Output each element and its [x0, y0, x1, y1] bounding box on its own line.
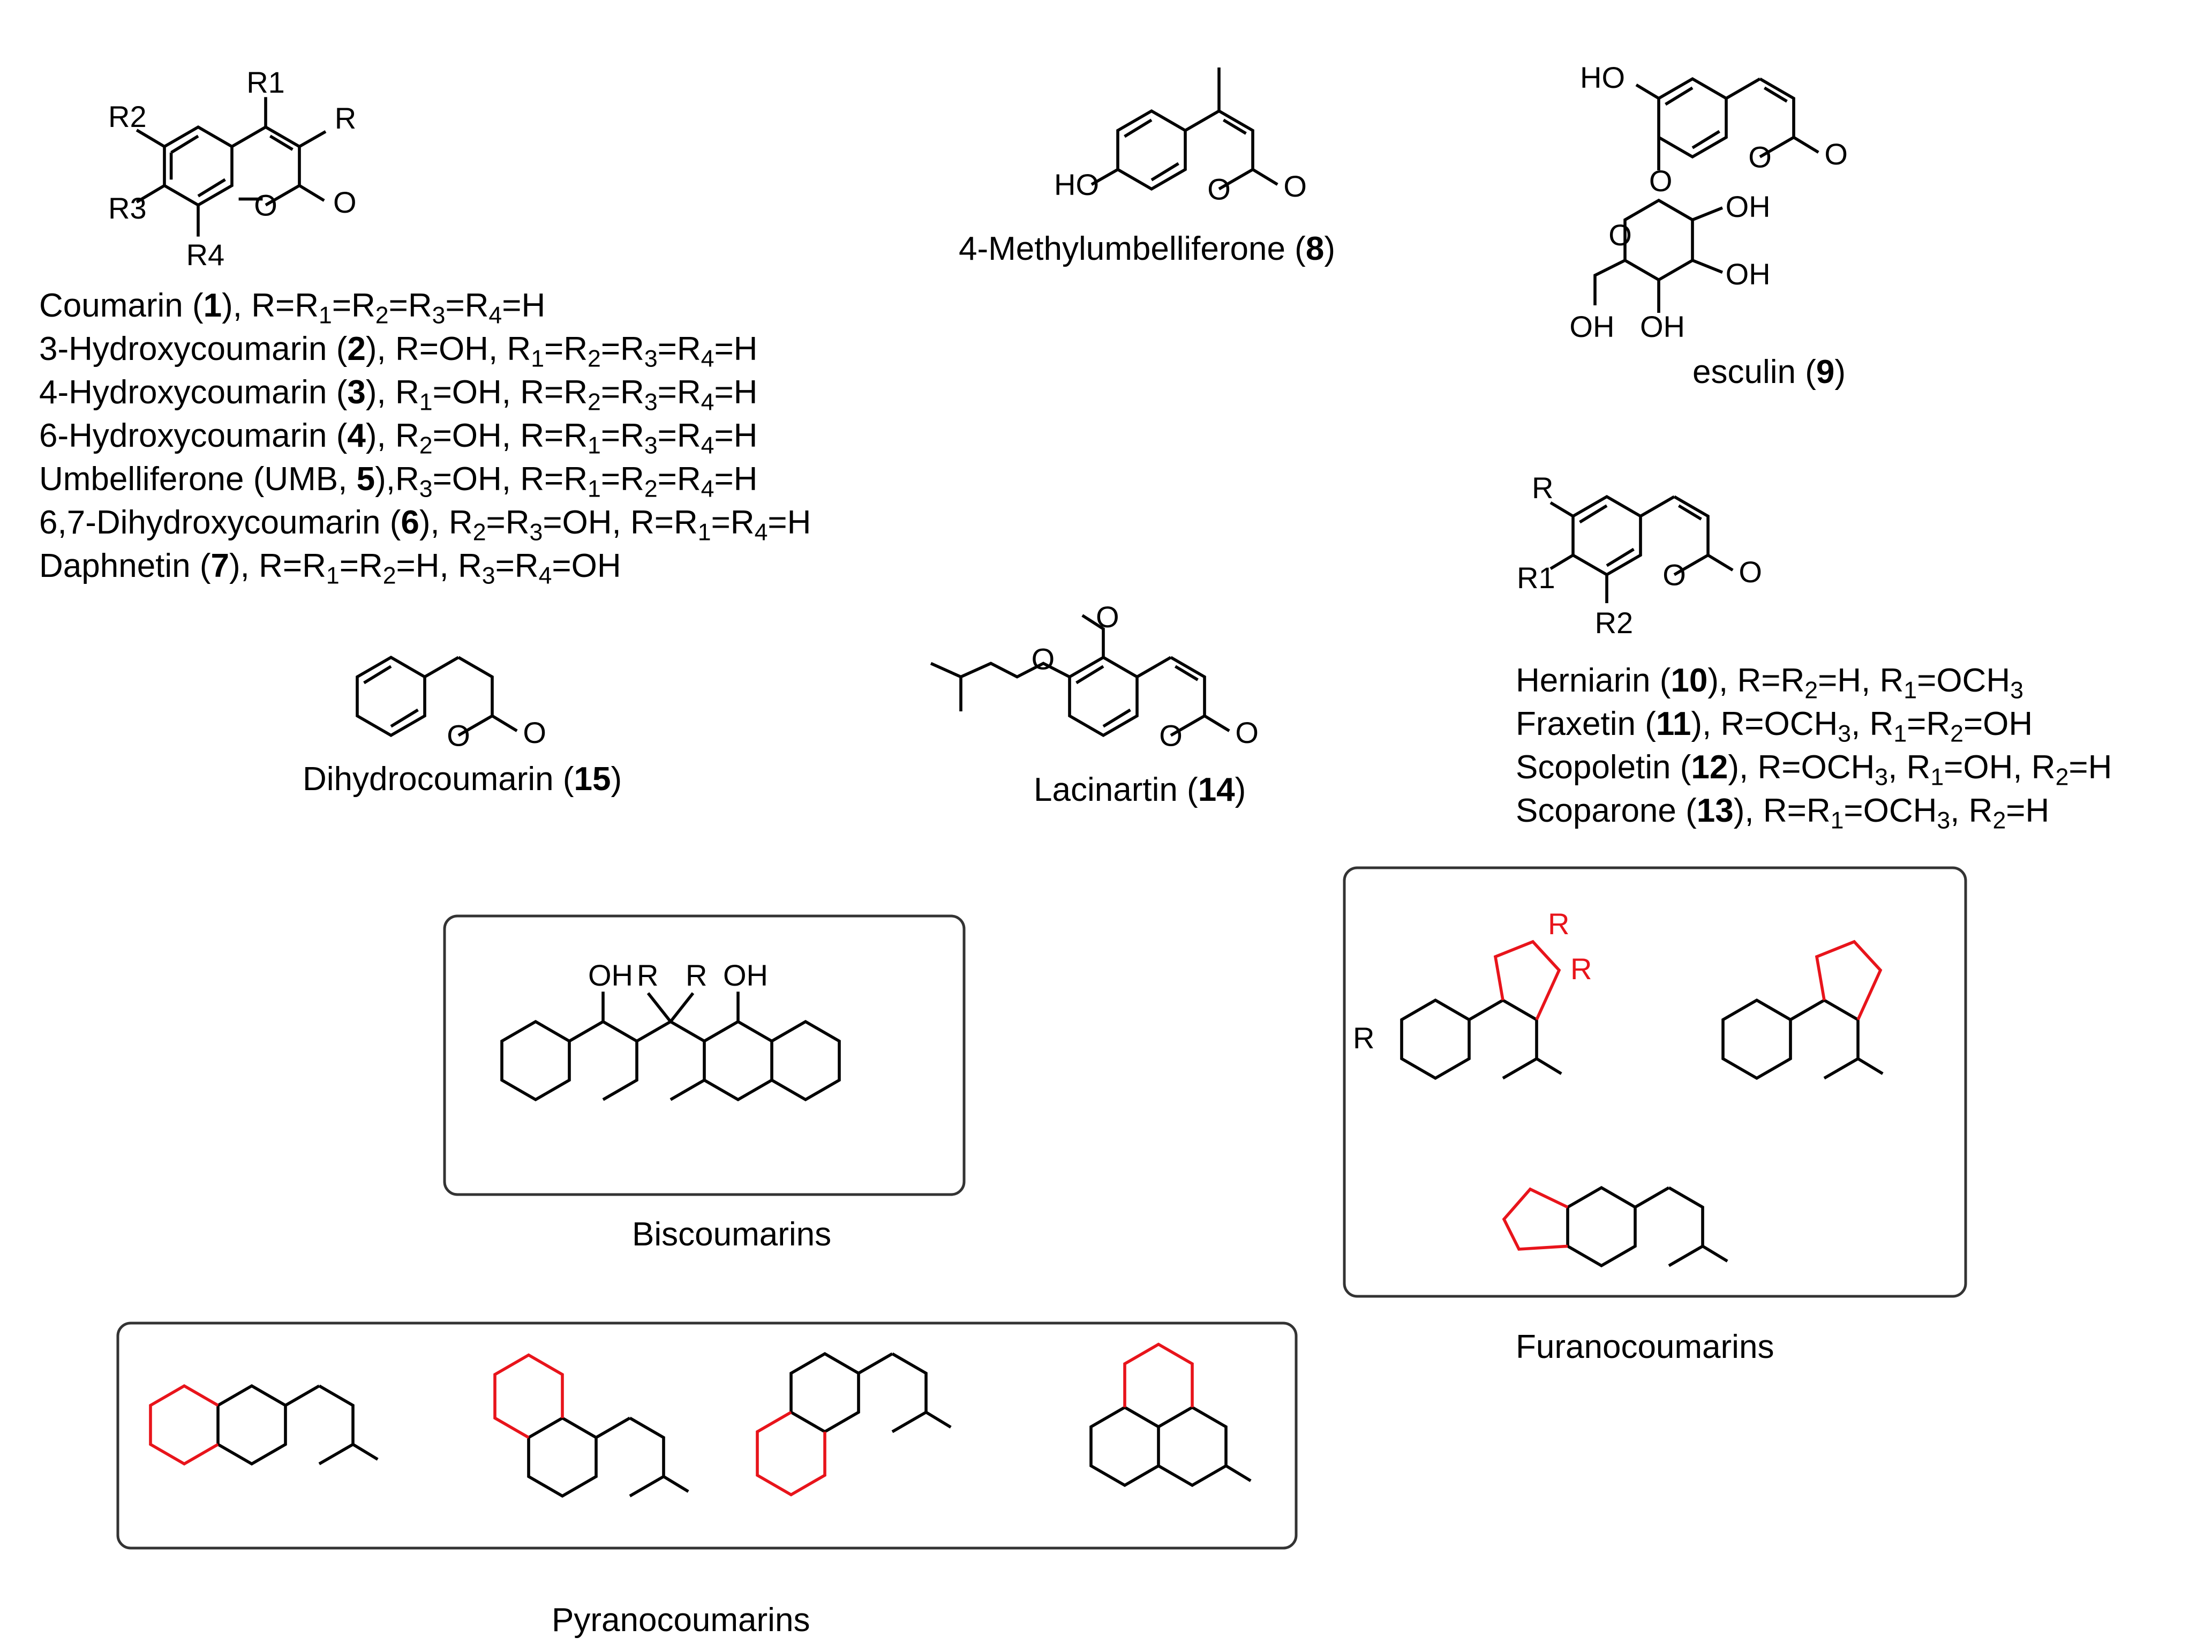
- furanocoumarin-structure-1: R R R: [1353, 907, 1592, 1080]
- biscoumarins-label: Biscoumarins: [632, 1216, 832, 1253]
- compound-13: Scoparone (13), R=R1=OCH3, R2=H: [1516, 792, 2050, 834]
- pyranocoumarins-box: [116, 1321, 1298, 1550]
- methoxy-core-structure: R R1 R2 O O: [1517, 471, 1762, 640]
- svg-text:OH: OH: [1640, 310, 1685, 343]
- svg-text:O: O: [1649, 164, 1673, 198]
- compound-10: Herniarin (10), R=R2=H, R1=OCH3: [1516, 662, 2023, 704]
- methylumbelliferone-caption: 4-Methylumbelliferone (8): [959, 230, 1335, 267]
- biscoumarins-box: [443, 914, 966, 1196]
- furanocoumarins-label: Furanocoumarins: [1516, 1328, 1774, 1365]
- compound-6: 6,7-Dihydroxycoumarin (6), R2=R3=OH, R=R…: [39, 504, 811, 546]
- coumarin-core-structure: R1 R R2 R3 R4 O O: [108, 65, 357, 272]
- svg-text:R: R: [1353, 1021, 1374, 1055]
- furanocoumarin-structure-2: [1721, 940, 1884, 1080]
- coumarin-compound-list: Coumarin (1), R=R1=R2=R3=R4=H 3-Hydroxyc…: [39, 284, 811, 588]
- esculin-structure: HO O O OH OH OH OH O O: [1569, 61, 1848, 343]
- methoxy-compound-list: Herniarin (10), R=R2=H, R1=OCH3 Fraxetin…: [1516, 659, 2112, 832]
- lacinartin-structure: O O O O: [930, 600, 1259, 752]
- compound-12: Scopoletin (12), R=OCH3, R1=OH, R2=H: [1516, 749, 2112, 791]
- svg-text:O: O: [447, 718, 470, 752]
- svg-text:R: R: [1532, 471, 1553, 505]
- compound-1: Coumarin (1), R=R1=R2=R3=R4=H: [39, 287, 546, 329]
- pyranocoumarin-structure-1: [149, 1384, 379, 1466]
- svg-text:O: O: [1739, 555, 1762, 589]
- svg-text:O: O: [1824, 137, 1848, 171]
- compound-5: Umbelliferone (UMB, 5),R3=OH, R=R1=R2=R4…: [39, 461, 758, 502]
- svg-text:R: R: [1548, 907, 1569, 941]
- core-bonds: [136, 97, 327, 237]
- pyranocoumarin-structure-2: [493, 1353, 689, 1498]
- r3-label: R3: [108, 191, 147, 225]
- svg-text:HO: HO: [1580, 61, 1625, 94]
- compound-2: 3-Hydroxycoumarin (2), R=OH, R1=R2=R3=R4…: [39, 331, 758, 372]
- carbonyl-oxygen: O: [333, 185, 357, 219]
- svg-text:O: O: [1032, 642, 1055, 676]
- pyranocoumarins-label: Pyranocoumarins: [552, 1602, 810, 1639]
- lacinartin-caption: Lacinartin (14): [1034, 771, 1246, 808]
- ho-label: HO: [1054, 168, 1099, 201]
- svg-text:O: O: [1207, 172, 1231, 206]
- svg-text:OH: OH: [1569, 310, 1614, 343]
- compound-11: Fraxetin (11), R=OCH3, R1=R2=OH: [1516, 705, 2033, 747]
- furanocoumarin-structure-3: [1502, 1185, 1728, 1268]
- svg-text:O: O: [1748, 140, 1772, 174]
- compound-7: Daphnetin (7), R=R1=R2=H, R3=R4=OH: [39, 547, 621, 589]
- svg-text:R1: R1: [1517, 561, 1555, 595]
- svg-text:O: O: [1608, 218, 1632, 252]
- biscoumarin-structure: OH OH R R: [500, 958, 841, 1102]
- svg-text:OH: OH: [1726, 190, 1771, 223]
- r4-label: R4: [186, 238, 225, 272]
- svg-text:R2: R2: [1595, 606, 1634, 640]
- esculin-caption: esculin (9): [1692, 354, 1846, 391]
- svg-text:O: O: [1283, 169, 1307, 203]
- svg-text:O: O: [523, 716, 546, 749]
- pyranocoumarin-structure-3: [756, 1351, 952, 1497]
- furanocoumarins-box: [1343, 866, 1967, 1298]
- svg-text:OH: OH: [723, 958, 768, 992]
- svg-text:O: O: [1235, 716, 1259, 749]
- pyranocoumarin-structure-4: [1089, 1342, 1252, 1488]
- svg-text:O: O: [1096, 600, 1119, 634]
- methylumbelliferone-structure: HO O O: [1054, 67, 1307, 206]
- dihydrocoumarin-structure: O O: [356, 655, 546, 752]
- svg-text:OH: OH: [588, 958, 633, 992]
- svg-text:R: R: [686, 958, 707, 992]
- compound-4: 6-Hydroxycoumarin (4), R2=OH, R=R1=R3=R4…: [39, 417, 758, 459]
- compound-3: 4-Hydroxycoumarin (3), R1=OH, R=R2=R3=R4…: [39, 374, 758, 416]
- svg-text:O: O: [1159, 718, 1183, 752]
- svg-text:OH: OH: [1726, 257, 1771, 291]
- svg-text:O: O: [1662, 558, 1686, 591]
- svg-text:R: R: [637, 958, 658, 992]
- r2-label: R2: [108, 100, 147, 133]
- ring-oxygen: O: [254, 188, 277, 222]
- r1-label: R1: [246, 65, 285, 99]
- svg-text:R: R: [1570, 952, 1592, 986]
- r-label: R: [335, 101, 356, 135]
- dihydrocoumarin-caption: Dihydrocoumarin (15): [303, 761, 622, 798]
